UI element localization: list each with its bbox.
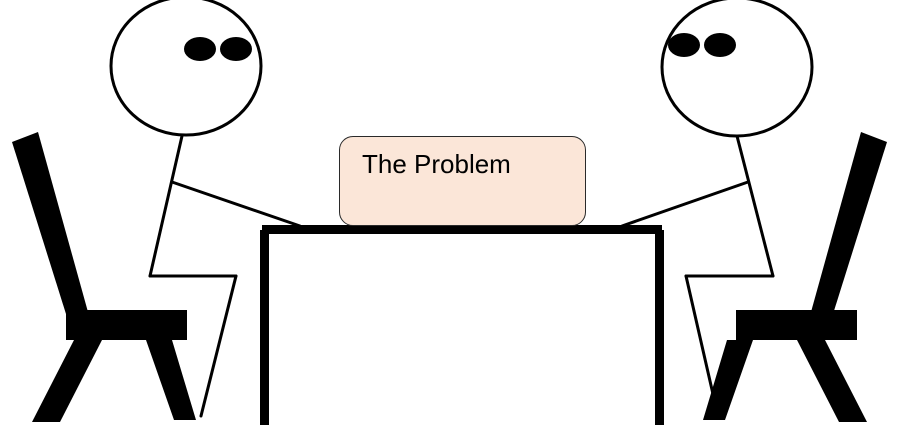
left-chair-seat xyxy=(66,310,187,340)
table-leg-right xyxy=(655,230,664,425)
left-person-eye xyxy=(184,37,216,61)
left-person xyxy=(111,0,300,416)
right-person xyxy=(622,0,812,416)
table-leg-left xyxy=(260,230,269,425)
problem-box: The Problem xyxy=(339,136,586,226)
left-person-arm xyxy=(172,182,300,226)
right-chair-back xyxy=(811,132,887,314)
right-person-shin xyxy=(686,276,718,416)
right-person-eye xyxy=(704,33,736,57)
right-person-eye xyxy=(668,33,700,57)
right-chair-seat xyxy=(736,310,857,340)
table xyxy=(260,225,664,425)
left-chair-leg-front xyxy=(32,340,102,422)
left-person-eye xyxy=(220,37,252,61)
table-top xyxy=(262,225,662,234)
left-person-shin xyxy=(201,276,236,416)
right-person-head xyxy=(662,0,812,136)
right-person-arm xyxy=(622,182,748,226)
left-chair-leg-back xyxy=(146,340,196,420)
left-person-head xyxy=(111,0,261,135)
right-chair-leg-front xyxy=(797,340,867,422)
left-person-body xyxy=(150,136,182,276)
left-chair-back xyxy=(12,132,88,314)
right-person-body xyxy=(737,136,773,276)
problem-label: The Problem xyxy=(362,149,511,180)
